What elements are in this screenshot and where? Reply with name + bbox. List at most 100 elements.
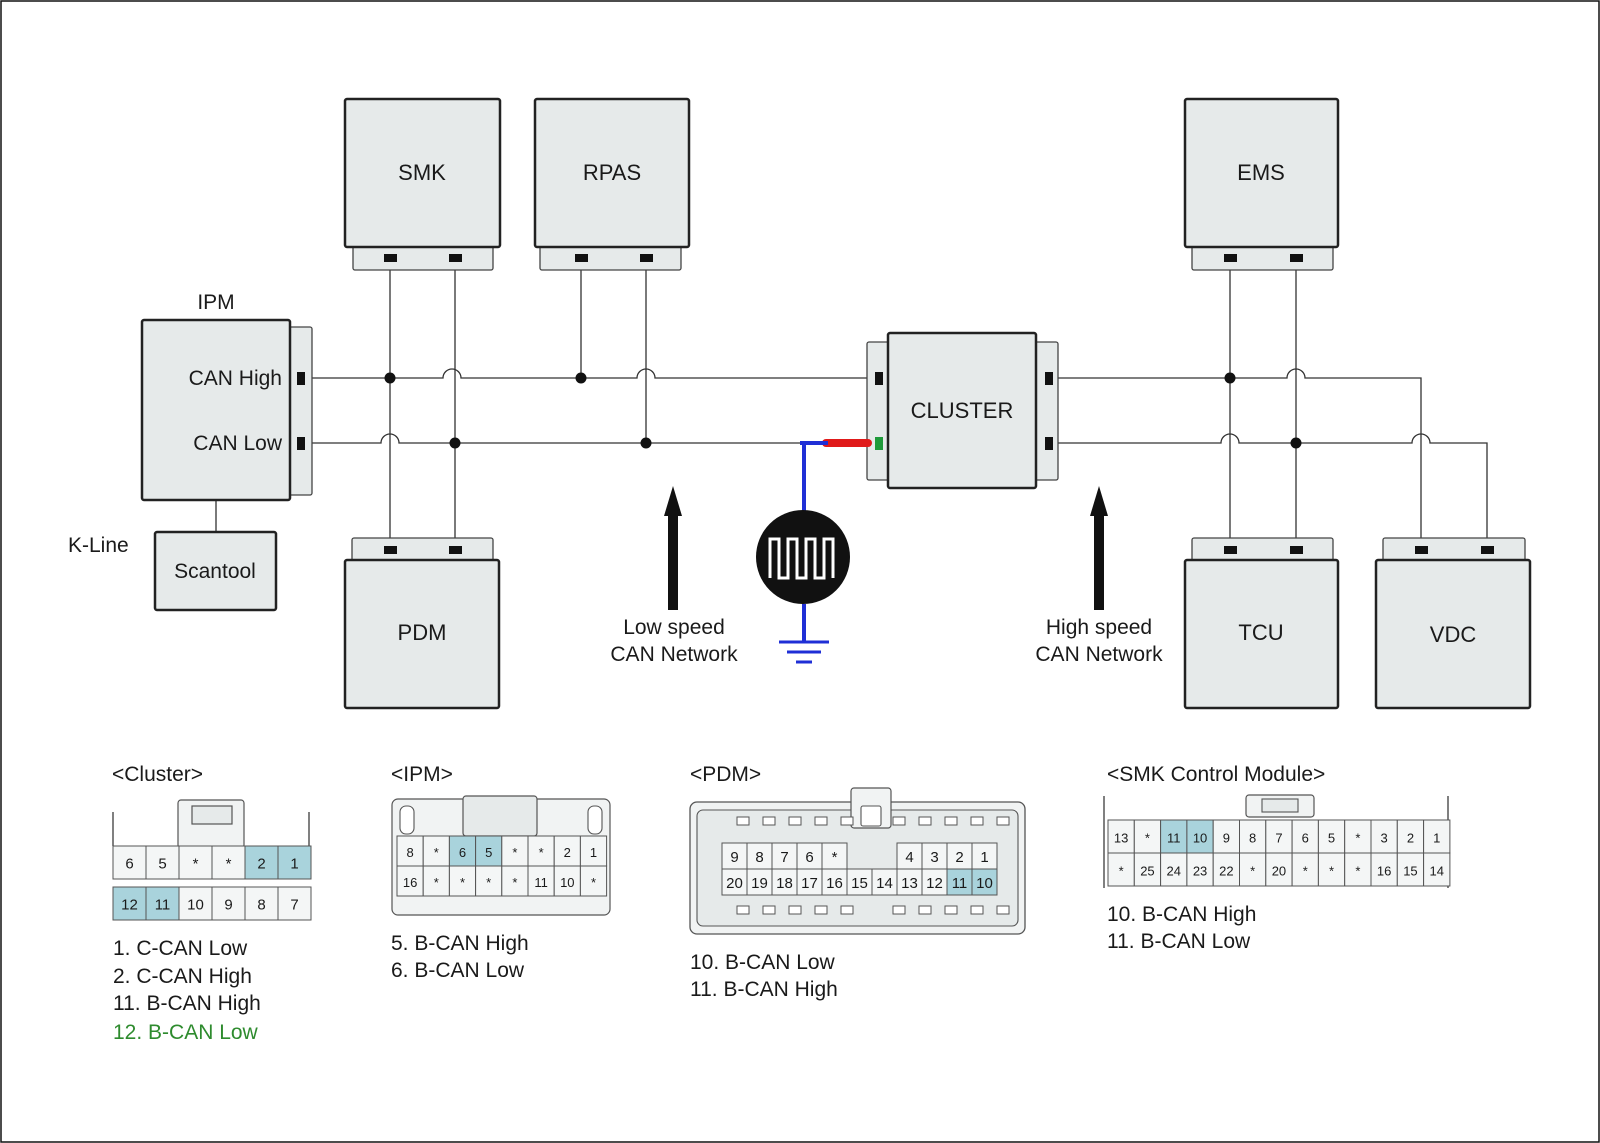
pdm-pin-cell xyxy=(896,868,923,896)
smk-pin-number: 24 xyxy=(1167,864,1181,879)
cluster-pin-number: * xyxy=(193,856,199,873)
cluster-module: CLUSTER xyxy=(866,331,1059,490)
pdm-latch-slot xyxy=(788,905,802,915)
pdm-pin-number: 17 xyxy=(801,875,818,892)
pdm-pin-number: 19 xyxy=(751,875,768,892)
cluster-label: CLUSTER xyxy=(911,398,1014,423)
cluster-pin-cell xyxy=(277,886,312,921)
ipm-connector-title: <IPM> xyxy=(391,763,453,786)
pdm-latch-slot xyxy=(814,905,828,915)
cluster-pin-number: 12 xyxy=(121,897,138,914)
cluster-pin-number: 2 xyxy=(257,856,265,873)
scantool: Scantool xyxy=(153,530,278,612)
smk-pin-number: 2 xyxy=(1407,831,1414,846)
ipm-pin-number: * xyxy=(539,845,544,860)
ipm-legend-2: 6. B-CAN Low xyxy=(391,959,525,982)
pdm-pin-number: 15 xyxy=(851,875,868,892)
smk-pin-cell xyxy=(1107,852,1135,887)
pdm-latch-slot xyxy=(736,816,750,826)
cluster-pin-number: 1 xyxy=(290,856,298,873)
cluster-legend-1: 1. C-CAN Low xyxy=(113,937,248,960)
ipm-pin-cell xyxy=(422,865,450,897)
pdm-latch-slot xyxy=(892,905,906,915)
high-speed-label-1: High speed xyxy=(1046,616,1152,639)
smk-pin-number: 10 xyxy=(1193,831,1207,846)
pdm-latch-slot xyxy=(970,905,984,915)
smk-pin-cell xyxy=(1239,852,1267,887)
pdm-pin-cell xyxy=(971,842,998,870)
ipm-pin-number: * xyxy=(512,875,517,890)
ipm-pin-number: 5 xyxy=(485,845,492,860)
pdm-pin-cell xyxy=(871,868,898,896)
pdm-latch-slot xyxy=(944,905,958,915)
smk-pin-cell xyxy=(1291,819,1319,854)
cluster-pin-number: * xyxy=(226,856,232,873)
pdm-label: PDM xyxy=(398,620,447,645)
ipm-pin-number: 2 xyxy=(564,845,571,860)
smk-pin-cell xyxy=(1186,819,1214,854)
pdm-pin-cell xyxy=(946,868,973,896)
ipm-module: IPM CAN High CAN Low xyxy=(140,291,313,502)
ipm-pin-cell xyxy=(553,865,581,897)
smk-pin-number: 15 xyxy=(1403,864,1417,879)
pdm-latch-slot xyxy=(996,816,1010,826)
can-bus-wiring xyxy=(215,258,1488,549)
smk-pin-number: 1 xyxy=(1433,831,1440,846)
smk-pin-cell xyxy=(1265,819,1293,854)
smk-pin-cell xyxy=(1344,852,1372,887)
smk-legend-1: 10. B-CAN High xyxy=(1107,903,1256,926)
can-low-label: CAN Low xyxy=(193,432,283,455)
rpas-module: RPAS xyxy=(533,97,691,271)
smk-legend-2: 11. B-CAN Low xyxy=(1107,930,1251,953)
pdm-legend-1: 10. B-CAN Low xyxy=(690,951,836,974)
pdm-latch-slot xyxy=(840,905,854,915)
pdm-pin-cell xyxy=(821,868,848,896)
pdm-pin-cell xyxy=(771,868,798,896)
high-speed-arrow-icon xyxy=(1090,486,1108,610)
smk-pin-cell xyxy=(1423,819,1451,854)
pdm-latch-slot xyxy=(736,905,750,915)
pdm-pin-cell xyxy=(971,868,998,896)
pdm-module: PDM xyxy=(343,537,501,710)
ipm-pin-number: 6 xyxy=(459,845,466,860)
pdm-connector-title: <PDM> xyxy=(690,763,761,786)
low-speed-label-2: CAN Network xyxy=(610,643,738,666)
rpas-label: RPAS xyxy=(583,160,641,185)
smk-pin-cell xyxy=(1212,819,1240,854)
low-speed-arrow-icon xyxy=(664,486,682,610)
smk-pin-cell xyxy=(1344,819,1372,854)
smk-connector-title: <SMK Control Module> xyxy=(1107,763,1325,786)
ipm-pin-cell xyxy=(448,865,477,897)
pdm-pin-number: 10 xyxy=(976,875,993,892)
junction-dots xyxy=(384,372,1302,449)
cluster-pin-cell xyxy=(112,886,147,921)
cluster-pin-number: 6 xyxy=(125,856,133,873)
smk-pin-cell xyxy=(1212,852,1240,887)
cluster-pin-cell xyxy=(145,886,180,921)
pdm-pin-number: 3 xyxy=(930,849,938,866)
ipm-legend-1: 5. B-CAN High xyxy=(391,932,529,955)
smk-pin-number: 22 xyxy=(1219,864,1233,879)
pdm-latch-slot xyxy=(840,816,854,826)
pdm-pin-number: 16 xyxy=(826,875,843,892)
ground-icon xyxy=(779,640,829,664)
pdm-latch-slot xyxy=(918,905,932,915)
smk-pin-number: * xyxy=(1355,831,1360,846)
smk-pin-cell xyxy=(1160,819,1188,854)
smk-pin-cell xyxy=(1186,852,1214,887)
ipm-pin-number: * xyxy=(434,845,439,860)
pdm-pin-cell xyxy=(796,842,823,870)
scantool-label: Scantool xyxy=(174,560,256,583)
smk-pin-cell xyxy=(1396,819,1425,854)
smk-module: SMK xyxy=(343,97,502,271)
ipm-pin-number: 16 xyxy=(403,875,417,890)
smk-pin-number: 23 xyxy=(1193,864,1207,879)
smk-label: SMK xyxy=(398,160,446,185)
pdm-legend-2: 11. B-CAN High xyxy=(690,978,838,1001)
pdm-pin-cell xyxy=(721,868,748,896)
tcu-label: TCU xyxy=(1238,620,1283,645)
ipm-pin-number: * xyxy=(460,875,465,890)
